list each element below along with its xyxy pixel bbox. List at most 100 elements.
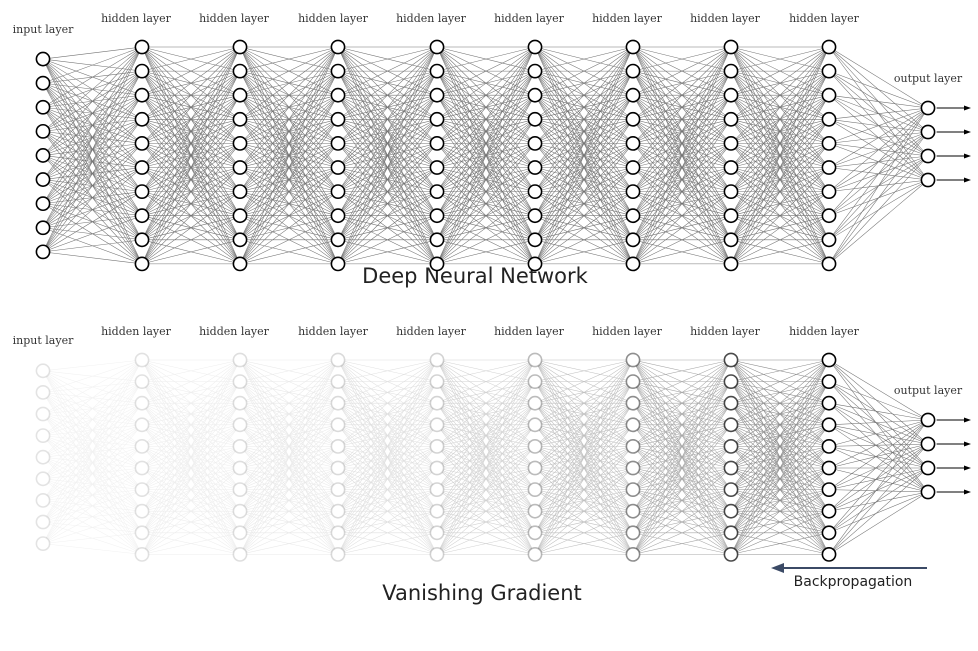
connection-line [141,215,241,265]
output-arrows [936,417,971,495]
connection-line [436,424,536,447]
connection-line [239,381,339,447]
connection-line [141,46,241,144]
connection-line [534,46,634,265]
neuron-node [625,417,641,433]
connection-line [239,46,339,72]
connection-line [42,521,143,555]
neuron-node [821,417,837,433]
neuron-node [35,492,51,508]
connection-line [730,424,830,490]
connection-line [632,532,732,555]
connection-line [42,413,143,512]
connection-line [730,46,830,192]
connection-line [828,359,929,493]
connection-line [632,489,732,534]
connection-line [42,381,143,479]
layer-label: hidden layer [690,325,761,338]
layer-label: hidden layer [101,12,172,25]
connection-line [632,359,732,490]
connection-line [730,489,830,534]
input-layer [35,363,51,551]
connection-line [239,359,339,533]
connection-line [730,467,830,555]
neuron-node [821,135,837,151]
connection-line [141,46,241,168]
neuron-node [429,460,445,476]
connection-line [534,510,634,534]
layer-connections [436,46,536,265]
connection-line [141,532,241,555]
connection-line [141,359,241,533]
connection-line [239,510,339,534]
connection-line [239,381,339,533]
connection-line [337,359,438,490]
neuron-node [232,232,248,248]
connection-line [337,95,438,265]
connection-line [632,119,732,265]
neuron-node [330,438,346,454]
connection-line [828,381,929,493]
connection-line [239,532,339,555]
neuron-node [232,482,248,497]
connection-line [730,381,830,447]
connection-line [337,359,438,426]
connection-line [337,359,438,469]
connection-line [239,119,339,265]
connection-line [730,402,830,447]
connection-line [42,370,143,555]
connection-line [141,95,241,265]
connection-line [730,424,830,555]
neuron-node [723,39,739,55]
connection-line [534,424,634,533]
connection-line [42,359,143,544]
connection-line [436,381,536,490]
hidden-layer [134,39,150,272]
connection-line [141,402,241,490]
neuron-node [821,63,837,79]
connection-line [239,191,339,265]
connection-line [632,424,732,512]
connection-line [730,46,830,72]
connection-line [828,491,929,512]
connection-line [632,359,732,404]
connection-line [436,446,536,534]
connection-line [337,510,438,555]
neuron-node [330,525,346,541]
connection-line [337,467,438,555]
neuron-node [330,135,346,151]
connection-line [828,443,929,447]
connection-line [141,46,241,192]
connection-line [141,446,241,512]
connection-line [436,381,536,533]
connection-line [239,381,339,469]
connection-line [141,403,241,512]
connection-line [632,510,732,555]
connection-line [436,359,536,533]
connection-line [337,119,438,265]
connection-line [534,381,634,555]
layer-label: hidden layer [690,12,761,25]
connection-line [436,467,536,555]
neuron-node [35,148,51,163]
connection-line [239,403,339,555]
connection-line [730,403,830,512]
connection-line [436,359,536,555]
connection-line [632,424,732,512]
connection-line [828,402,929,469]
connection-line [239,424,339,469]
neuron-node [232,352,248,368]
neuron-node [429,232,445,248]
neuron-node [232,460,248,476]
connection-line [337,70,438,265]
connection-line [337,381,438,404]
connection-line [828,419,929,426]
connection-line [141,467,241,490]
connection-line [632,424,732,447]
connection-line [337,215,438,265]
connection-line [337,46,438,96]
connection-line [730,489,830,555]
neuron-node [920,460,936,476]
connection-line [42,456,143,534]
connection-line [436,446,536,555]
